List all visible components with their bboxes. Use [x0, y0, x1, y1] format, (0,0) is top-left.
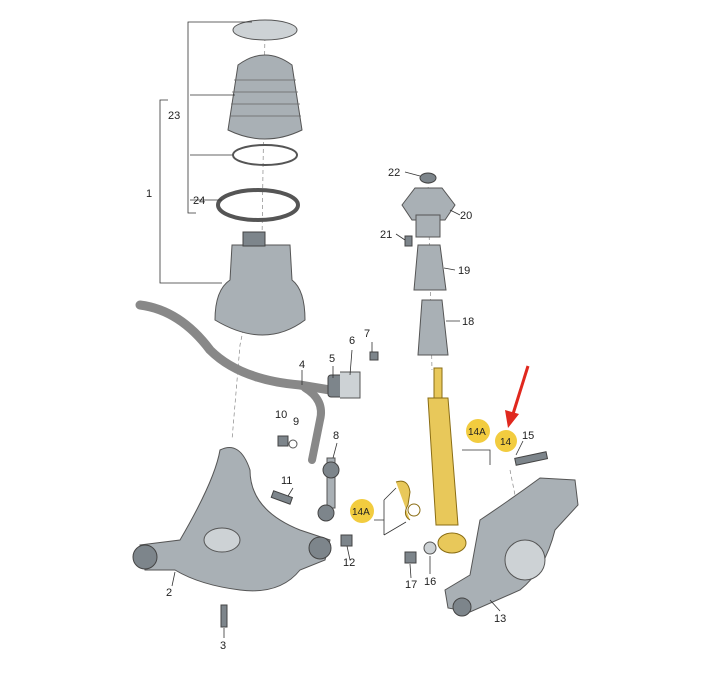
label-8: 8: [333, 430, 339, 442]
bolt-3: [220, 604, 228, 628]
red-arrow-icon: [505, 365, 530, 428]
label-7: 7: [364, 328, 370, 340]
badge-14a-left: [350, 499, 374, 523]
stabilizer-bar: [135, 300, 335, 395]
label-19: 19: [458, 265, 470, 277]
bracket-23-24: [187, 21, 252, 214]
air-spring: [214, 244, 306, 336]
label-24: 24: [193, 195, 205, 207]
housing-lower-eye: [452, 597, 472, 617]
nut-22: [419, 172, 437, 184]
leader-lines: [171, 171, 524, 638]
bracket-1: [159, 99, 222, 284]
label-17: 17: [405, 579, 417, 591]
label-15: 15: [522, 430, 534, 442]
bolt-21: [404, 235, 413, 247]
stabilizer-bar-end: [301, 384, 325, 464]
bolt-11: [270, 490, 294, 505]
wishbone-cutout: [203, 527, 241, 553]
washer-9: [288, 439, 298, 449]
coupling-rod-joint-bottom: [317, 504, 335, 522]
label-22: 22: [388, 167, 400, 179]
label-14a-left: 14A: [352, 507, 370, 518]
label-18: 18: [462, 316, 474, 328]
sensor-bracket: [395, 480, 411, 521]
nut-17: [404, 551, 417, 564]
strut-mount-body: [415, 214, 441, 238]
label-20: 20: [460, 210, 472, 222]
hub-bore: [504, 539, 546, 581]
label-16: 16: [424, 576, 436, 588]
sensor-ring: [407, 503, 421, 517]
label-10: 10: [275, 409, 287, 421]
strut-mount: [401, 187, 456, 221]
bump-stop: [413, 244, 447, 291]
label-5: 5: [329, 353, 335, 365]
shock-absorber: [427, 397, 459, 526]
bracket-14a: [374, 449, 491, 536]
label-4: 4: [299, 359, 305, 371]
badge-14a-top: [466, 419, 490, 443]
wishbone-bushing-right: [308, 536, 332, 560]
protective-sleeve: [417, 299, 449, 356]
support-ring: [216, 188, 300, 222]
badge-14: [495, 430, 517, 452]
label-13: 13: [494, 613, 506, 625]
clamp-ring-top: [232, 19, 298, 41]
label-11: 11: [281, 475, 292, 487]
bolt-15: [514, 451, 549, 466]
clamp-ring-middle: [232, 144, 298, 166]
label-1: 1: [146, 188, 152, 200]
label-23: 23: [168, 110, 180, 122]
nut-12: [340, 534, 353, 547]
nut-10: [277, 435, 289, 447]
wishbone-bushing-left: [132, 544, 158, 570]
label-12: 12: [343, 557, 355, 569]
bolt-7: [369, 351, 379, 361]
air-spring-valve: [242, 231, 266, 247]
damper-rod: [433, 367, 443, 399]
bellows-gaiter: [227, 54, 303, 140]
label-21: 21: [380, 229, 392, 241]
bracket: [340, 371, 361, 399]
label-9: 9: [293, 416, 299, 428]
washer-16: [423, 541, 437, 555]
label-14a-top: 14A: [468, 427, 486, 438]
label-2: 2: [166, 587, 172, 599]
label-3: 3: [220, 640, 226, 652]
label-6: 6: [349, 335, 355, 347]
coupling-rod-joint-top: [322, 461, 340, 479]
label-14: 14: [500, 437, 512, 448]
wishbone: [139, 447, 331, 592]
shock-absorber-eye: [437, 532, 467, 554]
